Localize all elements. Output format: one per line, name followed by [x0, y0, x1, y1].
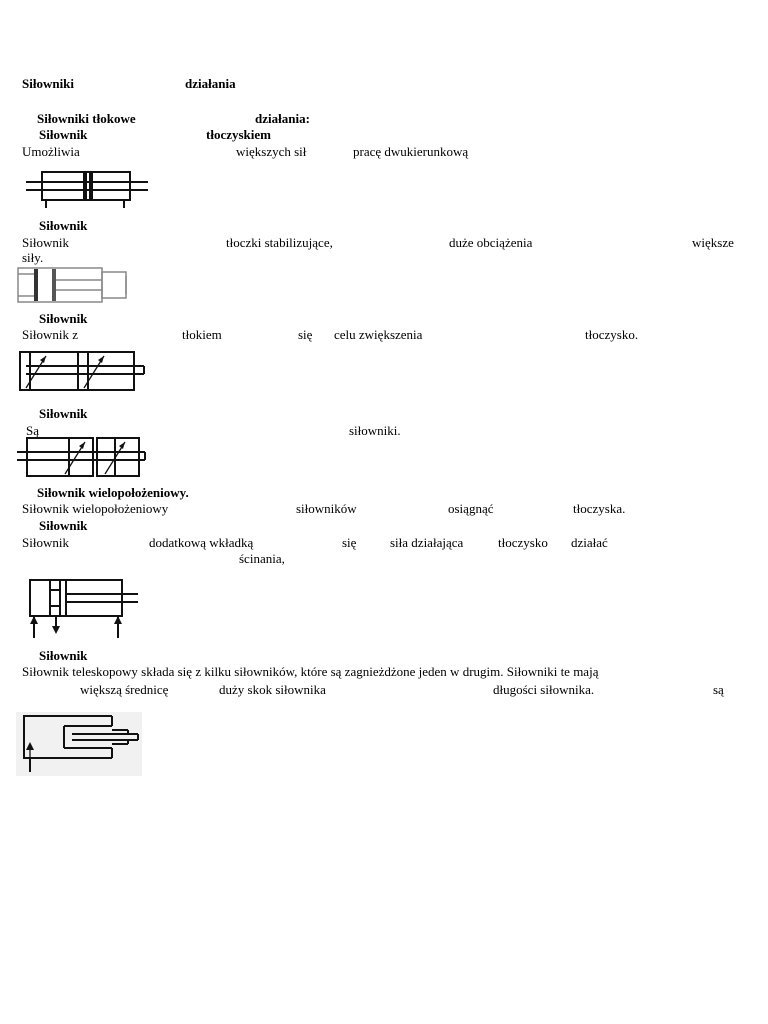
section-2-text-4: większe: [692, 235, 734, 250]
section-5-title: Siłownik wielopołożeniowy.: [37, 485, 189, 500]
section-1-title-b: tłoczyskiem: [206, 127, 271, 142]
section-2-text-1: Siłownik: [22, 235, 69, 250]
section-3-text-2: tłokiem: [182, 327, 222, 342]
section-7-title: Siłownik: [39, 648, 88, 663]
section-5-text-4: tłoczyska.: [573, 501, 626, 516]
section-1-text-1: Umożliwia: [22, 144, 80, 159]
section-6-text-3: się: [342, 535, 357, 550]
section-piston-word-2: działania:: [255, 111, 310, 126]
section-2-text-5: siły.: [22, 250, 44, 265]
section-6-text-6: działać: [571, 535, 608, 550]
section-3-text-4: celu zwiększenia: [334, 327, 423, 342]
section-7-text-5: są: [713, 682, 724, 697]
section-5-text-1: Siłownik wielopołożeniowy: [22, 501, 169, 516]
section-7-text-3: duży skok siłownika: [219, 682, 326, 697]
section-5-text-3: osiągnąć: [448, 501, 494, 516]
duplex-cylinder-symbol: [15, 436, 147, 478]
section-7-line-1: Siłownik teleskopowy składa się z kilku …: [22, 664, 599, 679]
double-rod-cylinder-symbol: [26, 168, 148, 210]
tandem-cylinder-symbol: [18, 350, 146, 392]
section-3-text-5: tłoczysko.: [585, 327, 639, 342]
section-7-text-2: większą średnicę: [80, 682, 169, 697]
section-4-text-1: Są: [26, 423, 39, 438]
section-3-title: Siłownik: [39, 311, 88, 326]
section-1-text-3: pracę dwukierunkową: [353, 144, 469, 159]
section-3-text-3: się: [298, 327, 313, 342]
cylinder-with-insert-symbol: [26, 578, 142, 640]
section-1-text-2: większych sił: [236, 144, 307, 159]
section-1-title-a: Siłownik: [39, 127, 88, 142]
section-6-text-7: ścinania,: [239, 551, 285, 566]
section-4-title: Siłownik: [39, 406, 88, 421]
section-6-text-1: Siłownik: [22, 535, 69, 550]
section-4-text-2: siłowniki.: [349, 423, 401, 438]
heading-word-2: działania: [185, 76, 236, 91]
telescopic-cylinder-symbol: [16, 712, 142, 776]
section-6-text-2: dodatkową wkładką: [149, 535, 254, 550]
section-3-text-1: Siłownik z: [22, 327, 78, 342]
section-6-text-4: siła działająca: [390, 535, 464, 550]
section-2-text-2: tłoczki stabilizujące,: [226, 235, 333, 250]
section-piston-word-1: Siłowniki tłokowe: [37, 111, 136, 126]
section-7-text-4: długości siłownika.: [493, 682, 595, 697]
section-2-text-3: duże obciążenia: [449, 235, 533, 250]
section-6-title: Siłownik: [39, 518, 88, 533]
section-5-text-2: siłowników: [296, 501, 357, 516]
heading-word-1: Siłowniki: [22, 76, 75, 91]
section-6-text-5: tłoczysko: [498, 535, 548, 550]
section-2-title: Siłownik: [39, 218, 88, 233]
tandem-piston-cylinder-drawing: [16, 266, 132, 304]
